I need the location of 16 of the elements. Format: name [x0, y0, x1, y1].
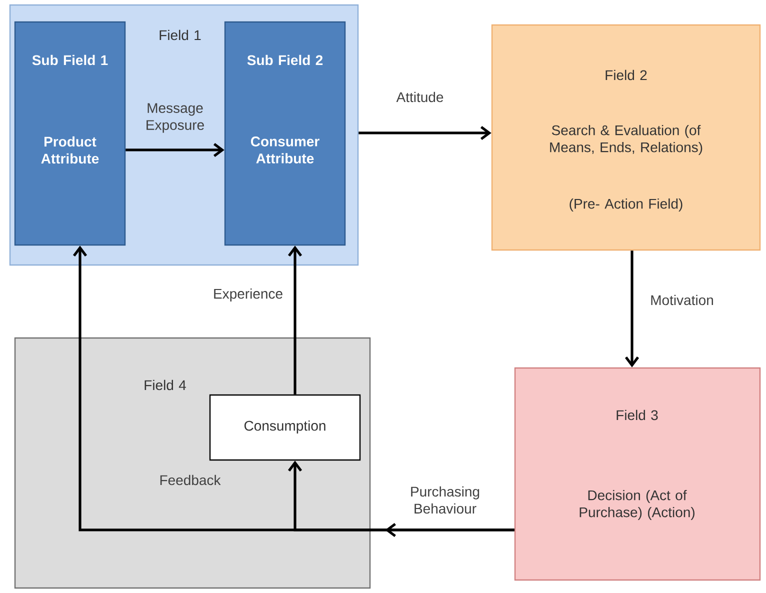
edge-label: Attitude: [396, 92, 444, 102]
edge-label: Message Exposure: [146, 103, 204, 133]
arrow: [126, 142, 224, 158]
arrow: [288, 460, 514, 532]
edge-label: Purchasing Behaviour: [411, 486, 480, 514]
edge-label: Feedback: [160, 474, 221, 486]
field-box: Field 3 Decision (Act of Purchase) (Action): [514, 367, 761, 581]
subfield-box: Sub Field 1 Product Attribute: [14, 21, 126, 246]
arrow: [288, 246, 302, 394]
arrow: [358, 126, 492, 140]
edge-label: Experience: [214, 288, 282, 302]
arrow: [624, 250, 640, 368]
subfield-box: Sub Field 2 Consumer Attribute: [224, 21, 346, 246]
field-box: Field 2 Search & Evaluation (of Means, Ends, Relations) (Pre- Action Field): [491, 24, 761, 251]
process-box: Consumption: [209, 394, 361, 461]
edge-label: Motivation: [651, 294, 713, 306]
